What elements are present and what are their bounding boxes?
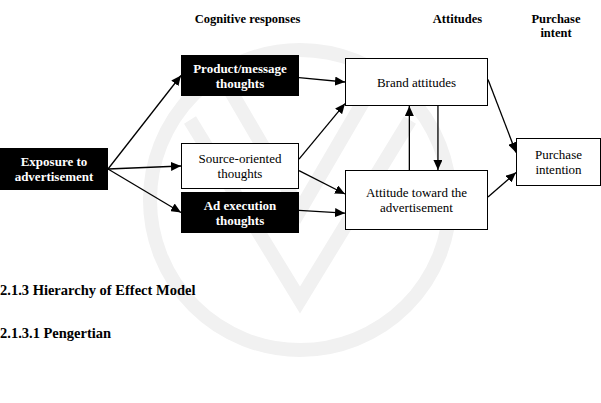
box-text: Exposure to advertisement bbox=[5, 154, 103, 184]
arrow-connector bbox=[108, 169, 181, 213]
process-box: Brand attitudes bbox=[345, 58, 488, 106]
highlighted-box: Product/message thoughts bbox=[181, 55, 299, 96]
arrow-connector bbox=[299, 210, 345, 213]
column-header: Purchase intent bbox=[525, 12, 587, 40]
arrow-connector bbox=[299, 104, 345, 160]
box-text: Product/message thoughts bbox=[186, 61, 294, 91]
arrow-connector bbox=[108, 166, 181, 169]
arrow-connector bbox=[108, 76, 181, 170]
arrow-connector bbox=[299, 78, 345, 82]
section-heading: 2.1.3 Hierarchy of Effect Model bbox=[0, 282, 320, 299]
process-box: Purchase intention bbox=[516, 138, 601, 186]
column-header: Attitudes bbox=[425, 12, 490, 26]
arrow-connector bbox=[488, 173, 516, 197]
arrow-connector bbox=[409, 106, 410, 170]
box-text: Brand attitudes bbox=[377, 75, 456, 90]
box-text: Source-oriented thoughts bbox=[186, 151, 294, 181]
box-text: Purchase intention bbox=[521, 147, 596, 177]
arrow-connector bbox=[299, 171, 345, 194]
column-header: Cognitive responses bbox=[185, 12, 310, 26]
box-text: Ad execution thoughts bbox=[186, 198, 294, 228]
section-heading: 2.1.3.1 Pengertian bbox=[0, 325, 220, 342]
highlighted-box: Exposure to advertisement bbox=[0, 148, 108, 190]
process-box: Source-oriented thoughts bbox=[181, 143, 299, 189]
arrow-connector bbox=[437, 106, 438, 170]
arrow-connector bbox=[488, 80, 516, 153]
box-text: Attitude toward the advertisement bbox=[350, 185, 483, 215]
process-box: Attitude toward the advertisement bbox=[345, 170, 488, 230]
highlighted-box: Ad execution thoughts bbox=[181, 192, 299, 233]
